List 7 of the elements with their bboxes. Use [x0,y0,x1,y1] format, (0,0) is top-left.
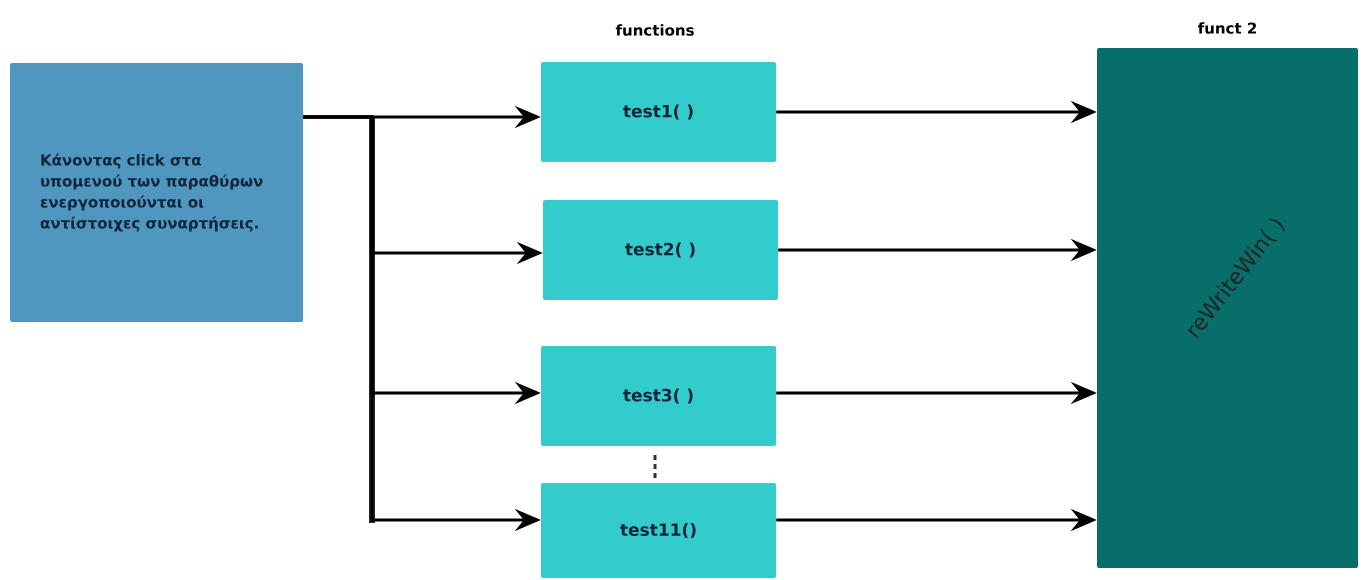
function-box: test2( ) [543,200,778,300]
function-box: test3( ) [541,346,776,446]
function-box: test11() [541,483,776,578]
function-box: test1( ) [541,62,776,162]
box-heading: funct 2 [1198,22,1256,34]
description-box: Κάνοντας click στα υπομενού των παραθύρων ενεργοποιούνται οι αντίστοιχες συναρτήσεις. [10,63,303,322]
column-heading: functions [615,24,694,36]
